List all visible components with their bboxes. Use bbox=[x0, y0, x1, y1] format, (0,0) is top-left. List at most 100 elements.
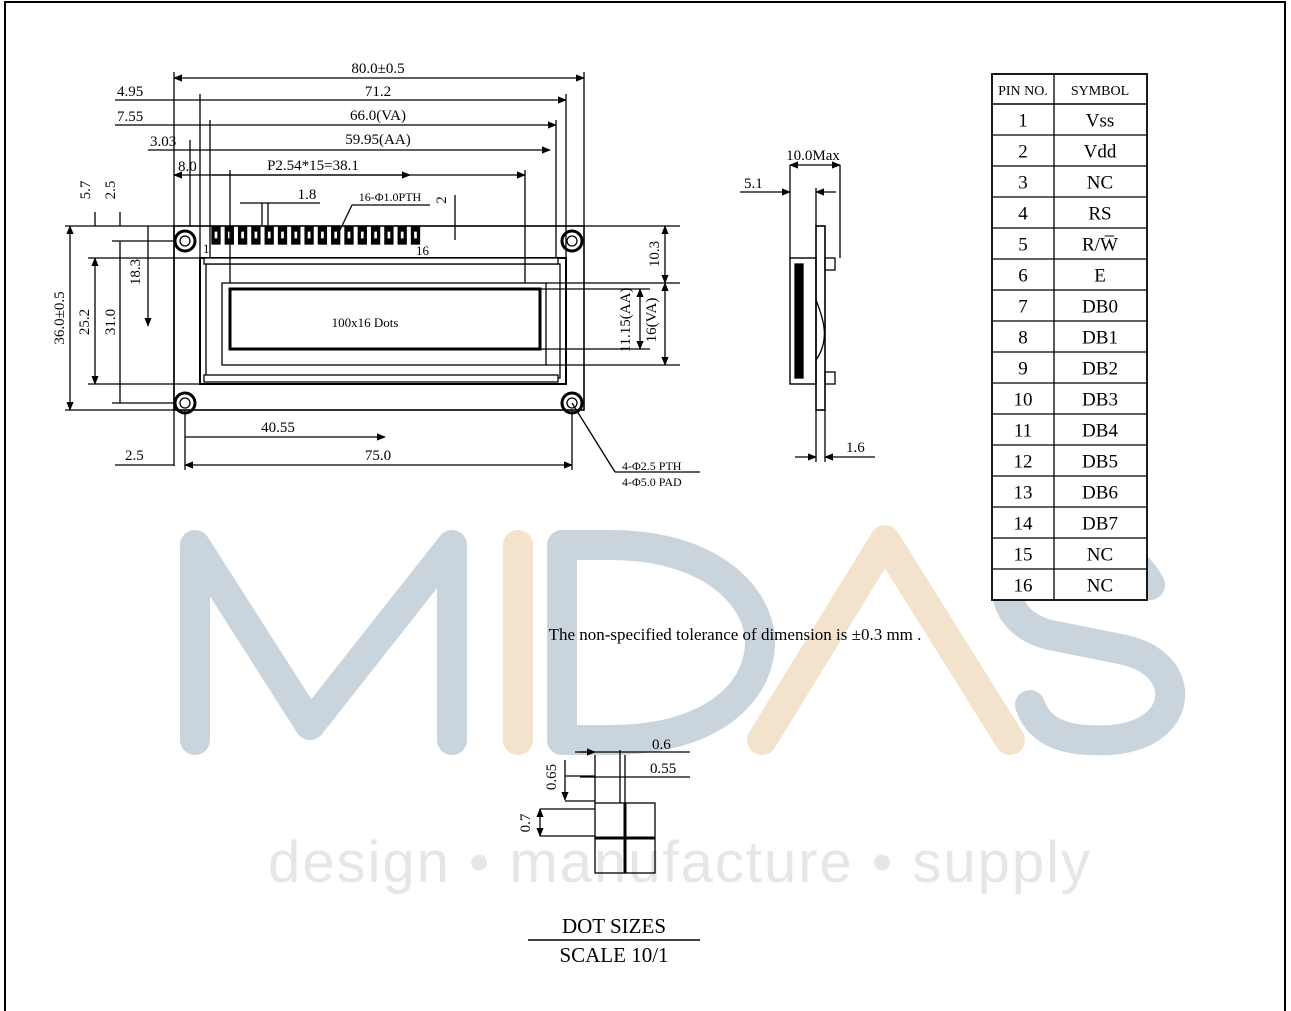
connector-pin-hole-1 bbox=[213, 230, 219, 240]
connector-pin-hole-8 bbox=[306, 230, 312, 240]
side-pcb-thickness: 1.6 bbox=[846, 440, 865, 456]
pin-symbol: DB4 bbox=[1082, 420, 1118, 441]
connector-pins bbox=[211, 226, 421, 245]
pin-symbol: DB1 bbox=[1082, 327, 1118, 348]
dot-sizes-scale: SCALE 10/1 bbox=[559, 943, 668, 967]
pin-number: 6 bbox=[1018, 265, 1028, 286]
dot-dim-0-7: 0.7 bbox=[518, 813, 534, 832]
bottom-rail bbox=[203, 374, 559, 383]
pin-symbol: DB0 bbox=[1082, 296, 1118, 317]
pin-number: 11 bbox=[1014, 420, 1032, 441]
pin-number: 8 bbox=[1018, 327, 1028, 348]
pin-symbol: Vdd bbox=[1084, 141, 1117, 162]
dim-left-7-55: 7.55 bbox=[117, 109, 143, 125]
pin-symbol: DB5 bbox=[1082, 451, 1118, 472]
pin-number: 5 bbox=[1018, 234, 1028, 255]
side-glass bbox=[794, 263, 804, 379]
sheet-border bbox=[4, 1, 1286, 1011]
pin-symbol: NC bbox=[1087, 575, 1113, 596]
dim-mount-span: 75.0 bbox=[365, 448, 391, 464]
watermark-letter-a bbox=[747, 525, 1025, 755]
dot-dim-0-65: 0.65 bbox=[544, 764, 560, 790]
dim-va-height: 16(VA) bbox=[644, 298, 660, 343]
dim-pin-offset: 2 bbox=[434, 196, 450, 204]
pin-symbol: E bbox=[1094, 265, 1106, 286]
dim-pin-pitch: P2.54*15=38.1 bbox=[267, 158, 359, 174]
connector-pin-hole-4 bbox=[253, 230, 259, 240]
pin-1-label: 1 bbox=[203, 241, 210, 256]
pin-symbol: Vss bbox=[1086, 110, 1115, 131]
pin-number: 13 bbox=[1014, 482, 1033, 503]
side-flex bbox=[815, 299, 826, 361]
pin-number: 15 bbox=[1014, 544, 1033, 565]
active-area bbox=[228, 287, 542, 351]
dim-pcb-hole-span: 71.2 bbox=[365, 84, 391, 100]
connector-pin-hole-13 bbox=[372, 230, 379, 240]
connector-pin-hole-7 bbox=[293, 230, 299, 240]
connector-pin-hole-15 bbox=[399, 230, 405, 240]
connector-pin-hole-6 bbox=[279, 230, 286, 240]
connector-pin-hole-11 bbox=[346, 230, 352, 240]
pin-table-header-symbol: SYMBOL bbox=[1071, 84, 1129, 99]
viewing-area bbox=[221, 282, 547, 366]
dim-pin-holes: 16-Φ1.0PTH bbox=[359, 190, 422, 204]
side-view bbox=[740, 161, 875, 462]
side-clip-top bbox=[824, 257, 836, 271]
dim-h-36: 36.0±0.5 bbox=[52, 291, 68, 344]
pin-symbol: DB7 bbox=[1082, 513, 1118, 534]
pin-number: 10 bbox=[1014, 389, 1033, 410]
connector-pin-hole-10 bbox=[333, 230, 339, 240]
mount-hole-tr bbox=[560, 229, 584, 253]
dim-pin-width: 1.8 bbox=[298, 187, 317, 203]
pin-symbol: R/W̅ bbox=[1082, 234, 1118, 255]
screen-text: 100x16 Dots bbox=[332, 315, 399, 330]
mount-hole-tl bbox=[173, 229, 197, 253]
watermark-tagline: design • manufacture • supply bbox=[268, 830, 1092, 895]
dim-left-4-95: 4.95 bbox=[117, 84, 143, 100]
pin-number: 14 bbox=[1014, 513, 1034, 534]
side-lcd bbox=[789, 257, 817, 385]
front-view bbox=[65, 72, 700, 473]
pin-16-label: 16 bbox=[416, 243, 430, 258]
connector-pin-hole-5 bbox=[266, 230, 272, 240]
pin-number: 7 bbox=[1018, 296, 1028, 317]
top-rail bbox=[203, 257, 559, 265]
pin-symbol: DB6 bbox=[1082, 482, 1118, 503]
side-clip-bottom bbox=[824, 371, 836, 385]
pin-table-header-no: PIN NO. bbox=[998, 84, 1048, 99]
dim-left-3-03: 3.03 bbox=[150, 134, 176, 150]
dimension-lines bbox=[65, 72, 700, 473]
pin-symbol: NC bbox=[1087, 544, 1113, 565]
pin-symbol: NC bbox=[1087, 172, 1113, 193]
pin-symbol: DB3 bbox=[1082, 389, 1118, 410]
connector-pin-hole-12 bbox=[359, 230, 365, 240]
pin-number: 3 bbox=[1018, 172, 1028, 193]
dim-h-2-5: 2.5 bbox=[103, 181, 119, 200]
dim-mount-pad: 4-Φ5.0 PAD bbox=[622, 475, 682, 489]
dot-dim-0-6: 0.6 bbox=[652, 737, 671, 753]
pin-number: 12 bbox=[1014, 451, 1033, 472]
dim-aa-width: 59.95(AA) bbox=[345, 132, 410, 148]
connector-pin-hole-9 bbox=[319, 230, 326, 240]
pin-symbol: DB2 bbox=[1082, 358, 1118, 379]
dim-h-5-7: 5.7 bbox=[78, 180, 94, 199]
dim-va-width: 66.0(VA) bbox=[350, 108, 406, 124]
pin-number: 1 bbox=[1018, 110, 1028, 131]
connector-pin-hole-2 bbox=[226, 230, 232, 240]
pin-number: 9 bbox=[1018, 358, 1028, 379]
tolerance-note: The non-specified tolerance of dimension… bbox=[549, 625, 922, 644]
dim-h-18-3: 18.3 bbox=[128, 259, 144, 285]
dim-mount-pth: 4-Φ2.5 PTH bbox=[622, 459, 682, 473]
side-max-thickness: 10.0Max bbox=[786, 148, 840, 164]
dim-left-8-0: 8.0 bbox=[178, 159, 197, 175]
dim-mount-half: 40.55 bbox=[261, 420, 295, 436]
connector-pin-hole-16 bbox=[412, 230, 419, 240]
front-view-labels: 80.0±0.5 71.2 66.0(VA) 59.95(AA) P2.54*1… bbox=[52, 61, 682, 489]
watermark-letter-d bbox=[547, 530, 775, 755]
dim-h-10-3: 10.3 bbox=[647, 241, 663, 267]
dim-bottom-2-5: 2.5 bbox=[125, 448, 144, 464]
pin-number: 2 bbox=[1018, 141, 1028, 162]
connector-pin-hole-3 bbox=[239, 230, 246, 240]
